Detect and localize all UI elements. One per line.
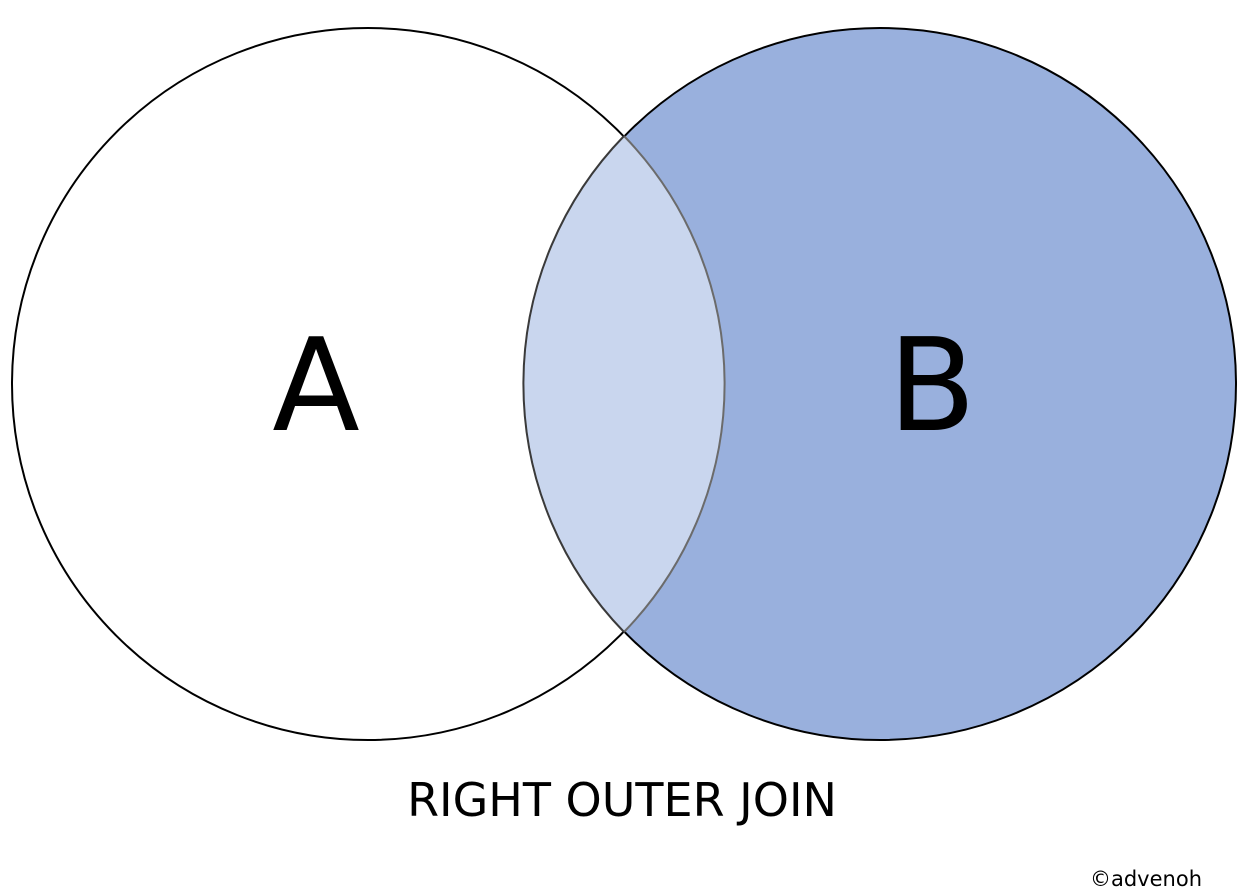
set-b-inner-arc (522, 135, 625, 633)
set-a-label: A (272, 312, 360, 461)
diagram-title: RIGHT OUTER JOIN (407, 773, 837, 827)
set-b-label: B (888, 312, 976, 461)
credit-text: ©advenoh (1090, 867, 1202, 891)
set-a-inner-arc (623, 135, 726, 633)
